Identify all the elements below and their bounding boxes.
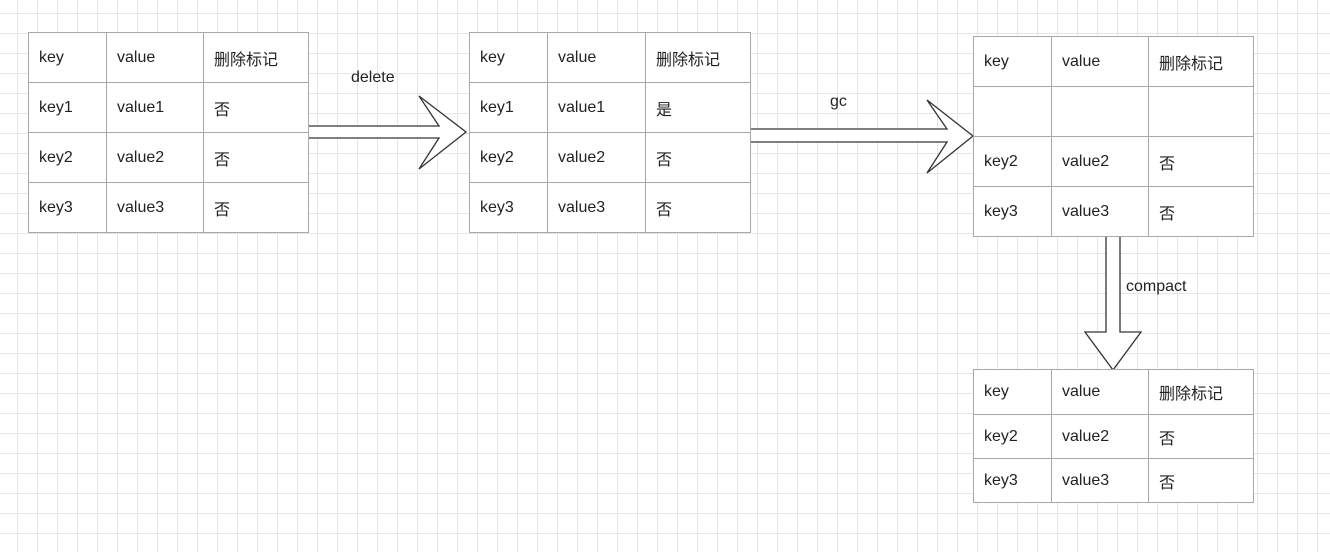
cell-delete-flag: 否 [645, 182, 751, 233]
table-header-row: key value 删除标记 [28, 32, 309, 83]
table-row: key3 value3 否 [973, 458, 1254, 503]
table-header-row: key value 删除标记 [469, 32, 751, 83]
cell-value: value3 [106, 182, 204, 233]
cell-key: key3 [973, 458, 1052, 503]
table-after-compact: key value 删除标记 key2 value2 否 key3 value3… [973, 369, 1254, 503]
table-header-row: key value 删除标记 [973, 36, 1254, 87]
gc-label: gc [830, 93, 847, 110]
table-row-empty [973, 86, 1254, 137]
cell-value: value3 [1051, 458, 1149, 503]
header-delete-flag: 删除标记 [1148, 36, 1254, 87]
table-row: key2 value2 否 [28, 132, 309, 183]
table-row: key2 value2 否 [469, 132, 751, 183]
header-delete-flag: 删除标记 [203, 32, 309, 83]
header-value: value [547, 32, 646, 83]
cell-key: key2 [469, 132, 548, 183]
cell-delete-flag: 否 [645, 132, 751, 183]
header-value: value [1051, 369, 1149, 415]
cell-value: value2 [1051, 136, 1149, 187]
cell-key: key3 [28, 182, 107, 233]
table-row: key1 value1 否 [28, 82, 309, 133]
cell-value: value3 [1051, 186, 1149, 237]
cell-delete-flag: 否 [203, 132, 309, 183]
cell-key: key2 [28, 132, 107, 183]
header-delete-flag: 删除标记 [645, 32, 751, 83]
cell-key: key1 [469, 82, 548, 133]
cell-delete-flag: 是 [645, 82, 751, 133]
compact-label: compact [1126, 278, 1187, 295]
table-row: key2 value2 否 [973, 414, 1254, 459]
cell-value: value2 [1051, 414, 1149, 459]
cell-key [973, 86, 1052, 137]
table-after-gc: key value 删除标记 key2 value2 否 key3 value3… [973, 36, 1254, 237]
cell-value: value1 [106, 82, 204, 133]
table-row: key2 value2 否 [973, 136, 1254, 187]
header-key: key [973, 36, 1052, 87]
table-initial: key value 删除标记 key1 value1 否 key2 value2… [28, 32, 309, 233]
cell-delete-flag: 否 [1148, 458, 1254, 503]
cell-key: key1 [28, 82, 107, 133]
table-header-row: key value 删除标记 [973, 369, 1254, 415]
cell-key: key2 [973, 136, 1052, 187]
table-row: key1 value1 是 [469, 82, 751, 133]
table-after-delete: key value 删除标记 key1 value1 是 key2 value2… [469, 32, 751, 233]
header-key: key [973, 369, 1052, 415]
gc-arrow [748, 99, 975, 174]
table-row: key3 value3 否 [973, 186, 1254, 237]
cell-key: key3 [973, 186, 1052, 237]
table-row: key3 value3 否 [28, 182, 309, 233]
delete-label: delete [351, 69, 395, 86]
cell-key: key2 [973, 414, 1052, 459]
table-row: key3 value3 否 [469, 182, 751, 233]
cell-delete-flag: 否 [203, 182, 309, 233]
header-value: value [1051, 36, 1149, 87]
cell-key: key3 [469, 182, 548, 233]
compact-arrow [1083, 235, 1143, 372]
cell-value: value3 [547, 182, 646, 233]
header-key: key [469, 32, 548, 83]
header-value: value [106, 32, 204, 83]
cell-delete-flag: 否 [1148, 414, 1254, 459]
cell-delete-flag: 否 [203, 82, 309, 133]
cell-value: value2 [106, 132, 204, 183]
header-delete-flag: 删除标记 [1148, 369, 1254, 415]
cell-delete-flag: 否 [1148, 136, 1254, 187]
cell-delete-flag [1148, 86, 1254, 137]
cell-value: value2 [547, 132, 646, 183]
delete-arrow [306, 95, 468, 170]
cell-value: value1 [547, 82, 646, 133]
cell-value [1051, 86, 1149, 137]
header-key: key [28, 32, 107, 83]
cell-delete-flag: 否 [1148, 186, 1254, 237]
